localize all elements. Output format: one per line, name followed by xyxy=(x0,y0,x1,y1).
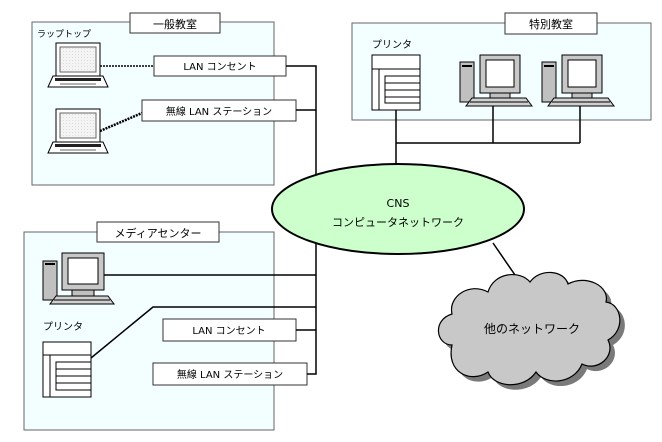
desktop-pc-icon xyxy=(42,252,115,305)
laptop-icon xyxy=(47,108,109,154)
lan-outlet-label: LAN コンセント xyxy=(192,325,265,337)
cns-subtitle: コンピュータネットワーク xyxy=(332,216,464,229)
lan-outlet-box: LAN コンセント xyxy=(162,318,297,342)
lan-outlet-box: LAN コンセント xyxy=(153,55,287,77)
room-title-media: メディアセンター xyxy=(114,226,201,240)
room-media-center: メディアセンター プリンタ LAN コンセント 無線 LA xyxy=(23,221,308,431)
room-special-classroom: 特別教室 プリンタ xyxy=(351,12,652,121)
laptop-label: ラップトップ xyxy=(37,29,91,40)
wireless-station-box: 無線 LAN ステーション xyxy=(141,99,297,122)
desktop-pc-icon xyxy=(541,54,615,107)
room-title-box: 一般教室 xyxy=(129,12,221,34)
wireless-station-label: 無線 LAN ステーション xyxy=(177,368,283,381)
wireless-station-box: 無線 LAN ステーション xyxy=(152,362,308,386)
cns-network-cloud: CNS コンピュータネットワーク xyxy=(271,163,525,255)
room-title-general: 一般教室 xyxy=(153,17,197,31)
laptop-icon xyxy=(47,42,109,88)
printer-label: プリンタ xyxy=(372,39,412,51)
room-title-special: 特別教室 xyxy=(529,17,573,31)
cns-title: CNS xyxy=(387,197,410,210)
desktop-pc-icon xyxy=(459,54,533,107)
other-network-cloud: 他のネットワーク xyxy=(437,271,625,390)
other-network-label: 他のネットワーク xyxy=(484,322,580,336)
room-general-classroom: 一般教室 ラップトップ LAN コンセント 無線 LAN ステーション xyxy=(31,12,297,186)
printer-icon xyxy=(42,341,92,398)
room-title-box: メディアセンター xyxy=(96,221,220,243)
lan-outlet-label: LAN コンセント xyxy=(183,61,256,73)
wireless-station-label: 無線 LAN ステーション xyxy=(166,105,272,118)
printer-icon xyxy=(371,54,421,111)
wireless-link xyxy=(99,111,143,133)
room-title-box: 特別教室 xyxy=(504,12,598,35)
printer-label: プリンタ xyxy=(43,321,83,333)
